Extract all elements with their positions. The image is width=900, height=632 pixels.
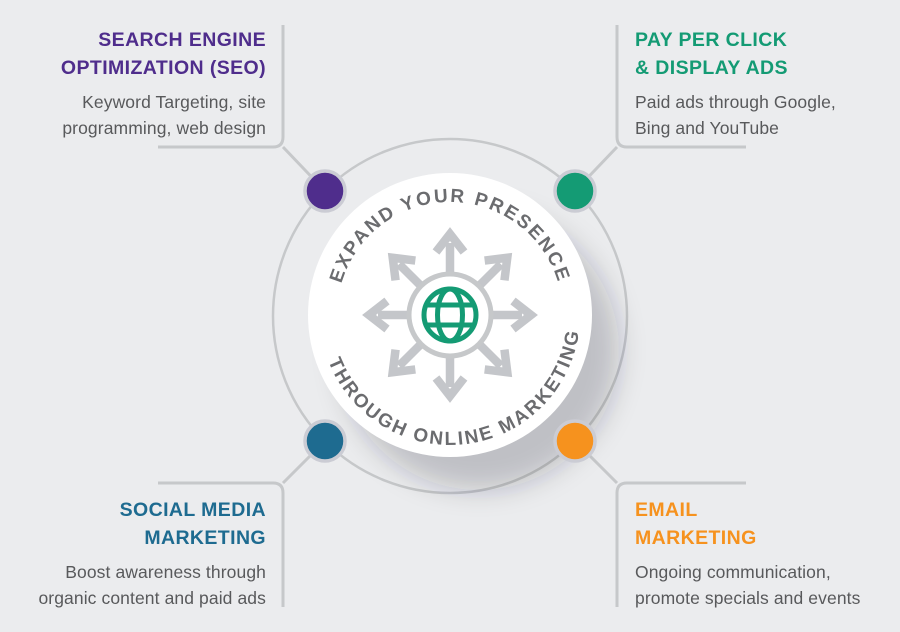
section-label-seo: SEARCH ENGINE OPTIMIZATION (SEO) Keyword… xyxy=(18,26,266,141)
section-title: SEARCH ENGINE OPTIMIZATION (SEO) xyxy=(18,26,266,82)
description-line1: Ongoing communication, xyxy=(635,562,831,582)
dot-email xyxy=(553,419,597,463)
arrow-down-left-icon xyxy=(387,341,424,378)
description-line1: Keyword Targeting, site xyxy=(82,92,266,112)
description-line1: Paid ads through Google, xyxy=(635,92,836,112)
globe-icon xyxy=(421,286,479,344)
dot-social xyxy=(303,419,347,463)
description-line2: Bing and YouTube xyxy=(635,118,780,138)
section-title: EMAIL MARKETING xyxy=(635,496,885,552)
section-title: SOCIAL MEDIA MARKETING xyxy=(18,496,266,552)
section-label-ppc: PAY PER CLICK & DISPLAY ADS Paid ads thr… xyxy=(635,26,885,141)
section-description: Paid ads through Google, Bing and YouTub… xyxy=(635,89,885,141)
connector-top-left xyxy=(158,25,285,149)
arrow-down-right-icon xyxy=(476,341,513,378)
section-title-line2: & DISPLAY ADS xyxy=(635,57,788,79)
dot-seo xyxy=(303,169,347,213)
description-line2: programming, web design xyxy=(62,118,266,138)
section-title-line2: OPTIMIZATION (SEO) xyxy=(60,57,266,79)
description-line2: promote specials and events xyxy=(635,588,861,608)
section-title-line2: MARKETING xyxy=(144,527,266,549)
connector-bottom-right xyxy=(615,481,746,607)
arrow-left-icon xyxy=(362,297,408,333)
section-label-social: SOCIAL MEDIA MARKETING Boost awareness t… xyxy=(18,496,266,611)
section-title-line1: EMAIL xyxy=(635,499,698,521)
connector-bottom-left xyxy=(158,481,285,607)
description-line2: organic content and paid ads xyxy=(38,588,266,608)
outer-ring xyxy=(271,137,629,495)
arrow-up-icon xyxy=(432,227,468,273)
dot-ppc xyxy=(553,169,597,213)
arrow-up-right-icon xyxy=(476,252,513,289)
arrow-down-icon xyxy=(432,357,468,403)
description-line1: Boost awareness through xyxy=(65,562,266,582)
arrow-right-icon xyxy=(492,297,538,333)
section-title-line1: PAY PER CLICK xyxy=(635,29,788,51)
connector-top-right xyxy=(615,25,746,149)
arrow-up-left-icon xyxy=(387,252,424,289)
section-label-email: EMAIL MARKETING Ongoing communication, p… xyxy=(635,496,885,611)
expand-arrows-icon xyxy=(362,227,538,403)
section-title: PAY PER CLICK & DISPLAY ADS xyxy=(635,26,885,82)
section-title-line2: MARKETING xyxy=(635,527,757,549)
section-description: Keyword Targeting, site programming, web… xyxy=(18,89,266,141)
section-description: Boost awareness through organic content … xyxy=(18,559,266,611)
globe-hub-ring xyxy=(406,271,494,359)
section-title-line1: SEARCH ENGINE xyxy=(98,29,266,51)
section-description: Ongoing communication, promote specials … xyxy=(635,559,885,611)
section-title-line1: SOCIAL MEDIA xyxy=(119,499,266,521)
